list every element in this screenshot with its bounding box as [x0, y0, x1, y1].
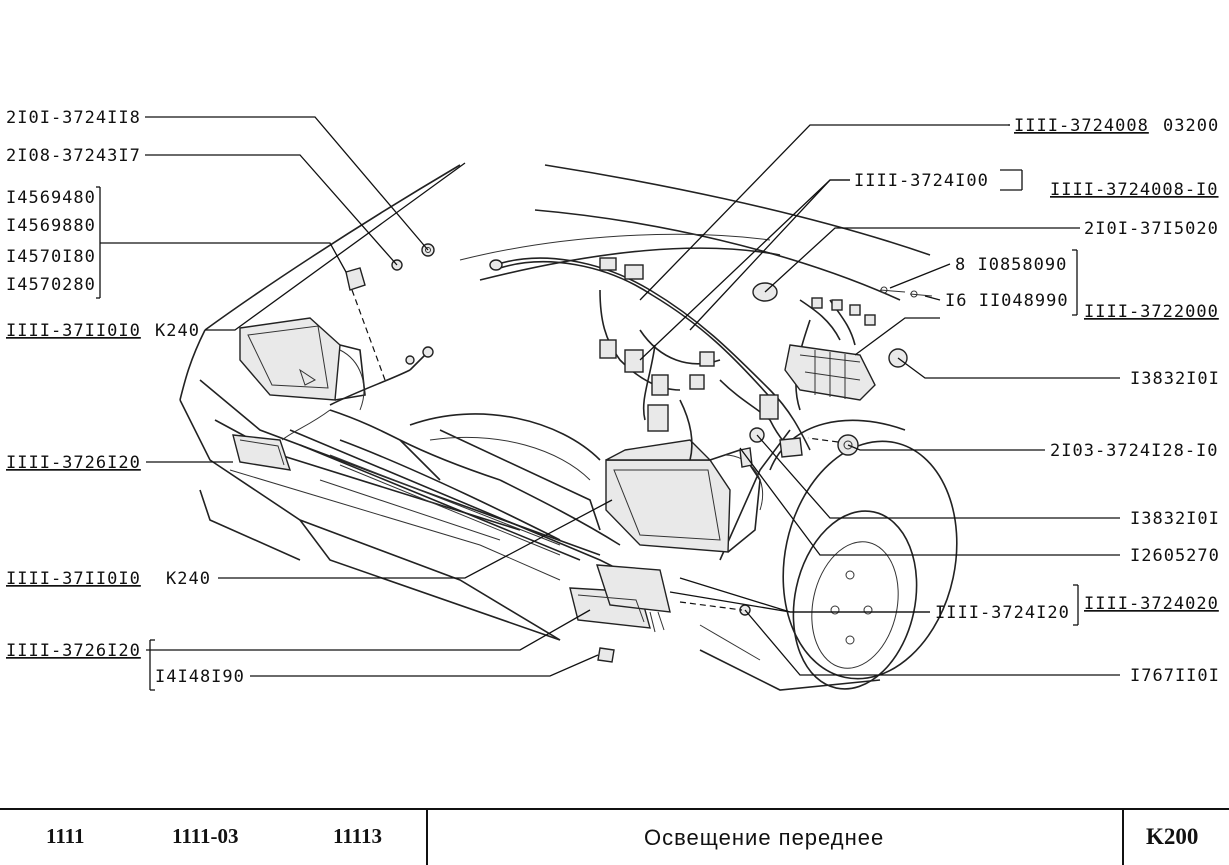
- label-k240-b: K240: [166, 569, 211, 589]
- label-2101-3724118: 2I0I-3724II8: [6, 108, 141, 128]
- catalog-footer: 1111 1111-03 11113 Освещение переднее K2…: [0, 808, 1229, 865]
- footer-divider-right: [1122, 810, 1124, 865]
- label-2103-3724128-10: 2I03-3724I28-I0: [1050, 441, 1219, 461]
- fuse-block: [784, 297, 876, 401]
- wiring-harness: [329, 257, 811, 546]
- label-12605270: I2605270: [1130, 546, 1220, 566]
- label-14570180: I4570I80: [6, 247, 96, 267]
- part-labels: 2I0I-3724II8 2I08-37243I7 I4569480 I4569…: [6, 108, 1220, 687]
- label-14569480: I4569480: [6, 188, 96, 208]
- label-k240-a: K240: [155, 321, 200, 341]
- footer-model-1111: 1111: [46, 824, 85, 848]
- label-11048990: I6 II048990: [945, 291, 1069, 311]
- left-headlamp: [239, 317, 366, 411]
- label-1111-3724008: IIII-3724008: [1014, 116, 1149, 136]
- footer-page-code: K200: [1146, 824, 1199, 849]
- label-1767101: I767II0I: [1130, 666, 1220, 686]
- right-turn-lamp: [569, 564, 671, 633]
- leader-lines: [96, 116, 1120, 691]
- label-1111-3711010-a: IIII-37II0I0: [6, 321, 141, 341]
- label-10858090: 8 I0858090: [955, 255, 1067, 275]
- label-14569880: I4569880: [6, 216, 96, 236]
- label-2108-3724317: 2I08-37243I7: [6, 146, 141, 166]
- label-1111-3724120: IIII-3724I20: [935, 603, 1070, 623]
- footer-divider-left: [426, 810, 428, 865]
- label-13832101-a: I3832I0I: [1130, 369, 1220, 389]
- label-13832101-b: I3832I0I: [1130, 509, 1220, 529]
- label-1111-3724008-10: IIII-3724008-I0: [1050, 180, 1219, 200]
- left-side-marker-lamp: [232, 409, 331, 471]
- footer-section-title: Освещение переднее: [644, 825, 885, 850]
- label-2101-3715020: 2I0I-37I5020: [1084, 219, 1219, 239]
- label-1111-3726120-b: IIII-3726I20: [6, 641, 141, 661]
- label-14570280: I4570280: [6, 275, 96, 295]
- label-1111-3711010-b: IIII-37II0I0: [6, 569, 141, 589]
- footer-model-11113: 11113: [333, 824, 383, 848]
- label-1111-3724020: IIII-3724020: [1084, 594, 1219, 614]
- label-1111-3726120-a: IIII-3726I20: [6, 453, 141, 473]
- label-14148190: I4I48I90: [155, 667, 245, 687]
- label-1111-3722000: IIII-3722000: [1084, 302, 1219, 322]
- label-1111-3724100: IIII-3724I00: [854, 171, 989, 191]
- right-headlamp: [605, 439, 764, 553]
- footer-model-1111-03: 1111-03: [172, 824, 239, 848]
- label-03200: 03200: [1163, 116, 1219, 136]
